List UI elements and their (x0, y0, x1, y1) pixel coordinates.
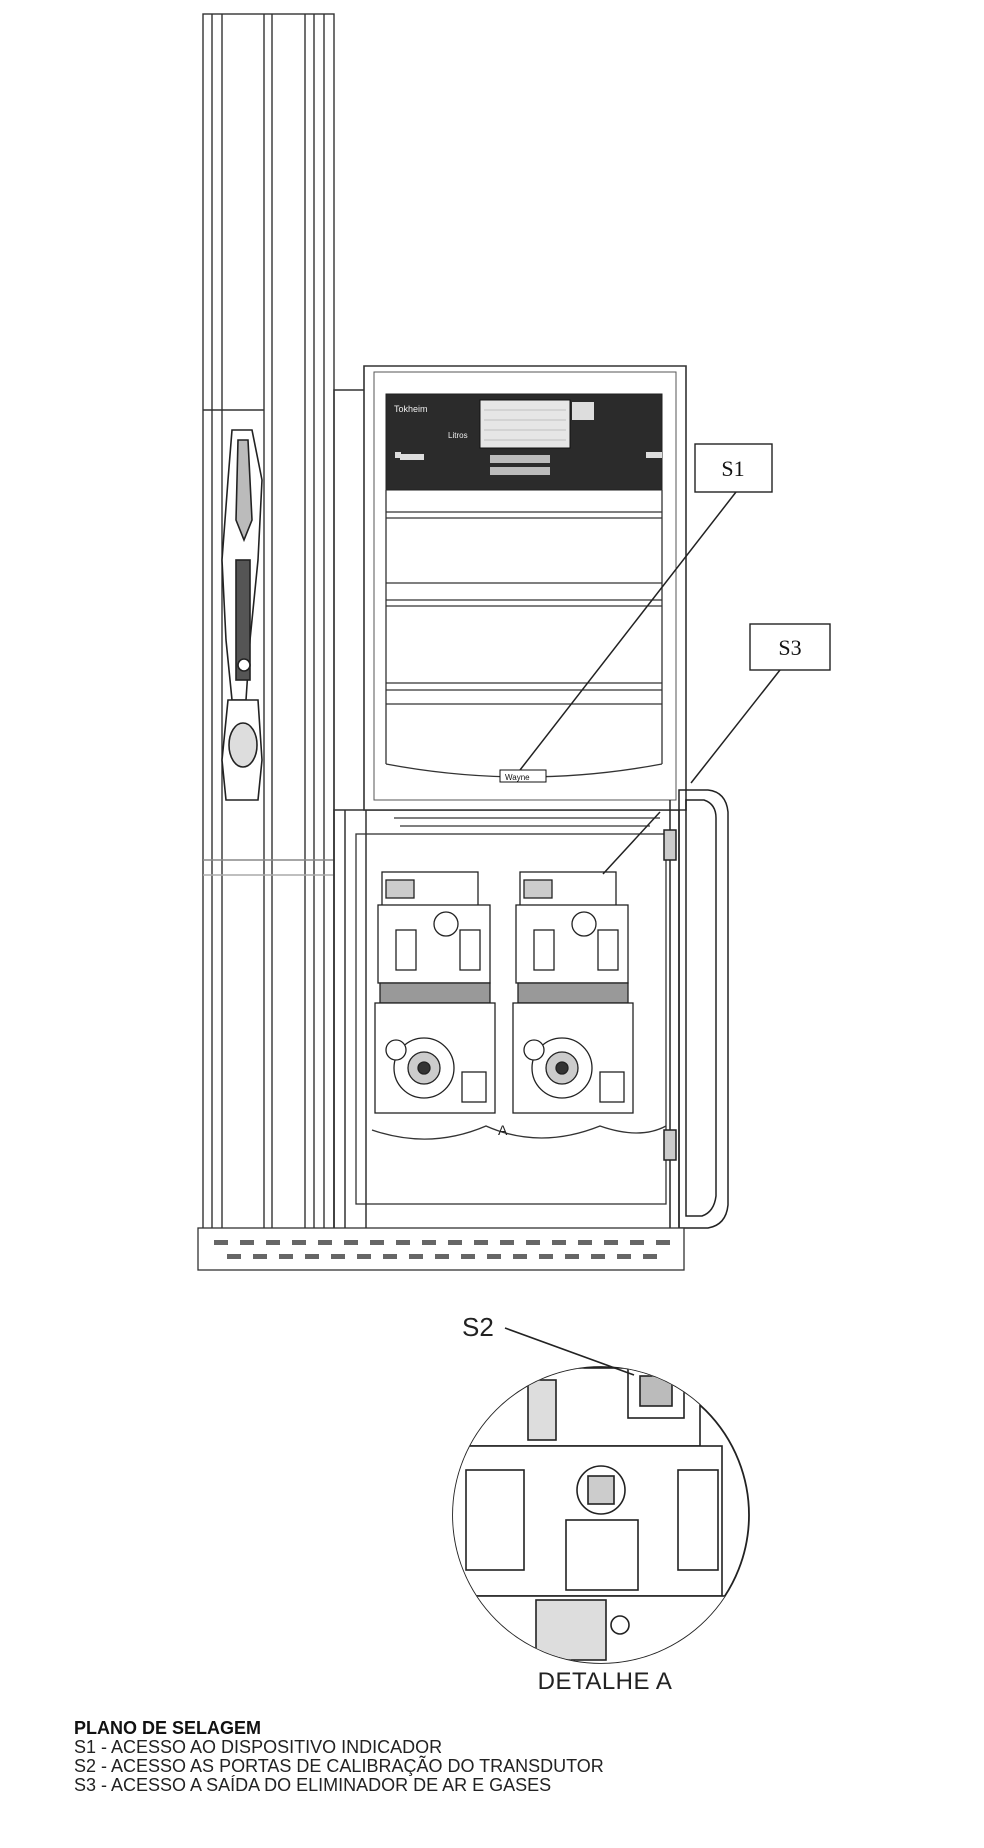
legend-item-s1: S1 - ACESSO AO DISPOSITIVO INDICADOR (74, 1737, 443, 1757)
callout-s3: S3 (602, 623, 831, 875)
display-brand-text: Tokheim (394, 404, 428, 414)
callout-s1-label: S1 (721, 456, 744, 481)
fuel-nozzle (221, 429, 263, 801)
meter-right (512, 871, 634, 1114)
callout-s2-label: S2 (462, 1312, 494, 1342)
display-head: Tokheim Litros Wayne (363, 365, 687, 811)
dispenser-base (197, 1227, 685, 1271)
sealing-plan-legend: PLANO DE SELAGEM S1 - ACESSO AO DISPOSIT… (74, 1719, 834, 1795)
legend-item-s3: S3 - ACESSO A SAÍDA DO ELIMINADOR DE AR … (74, 1775, 552, 1795)
display-plate-text: Wayne (505, 773, 530, 782)
hose-column (202, 13, 335, 1231)
legend-item-s2: S2 - ACESSO AS PORTAS DE CALIBRAÇÃO DO T… (74, 1756, 604, 1776)
callout-s1: S1 (519, 443, 773, 771)
detail-a-caption: DETALHE A (537, 1668, 673, 1695)
section-marker-a: A (498, 1122, 508, 1138)
display-seal-plate (499, 769, 547, 783)
meter-left (374, 871, 496, 1114)
callout-s3-label: S3 (778, 635, 801, 660)
detail-a-view: S2 (452, 1312, 750, 1664)
meter-compartment (355, 817, 667, 1205)
legend-title: PLANO DE SELAGEM (74, 1718, 262, 1738)
side-door (663, 789, 729, 1230)
display-unit-text: Litros (448, 431, 468, 440)
